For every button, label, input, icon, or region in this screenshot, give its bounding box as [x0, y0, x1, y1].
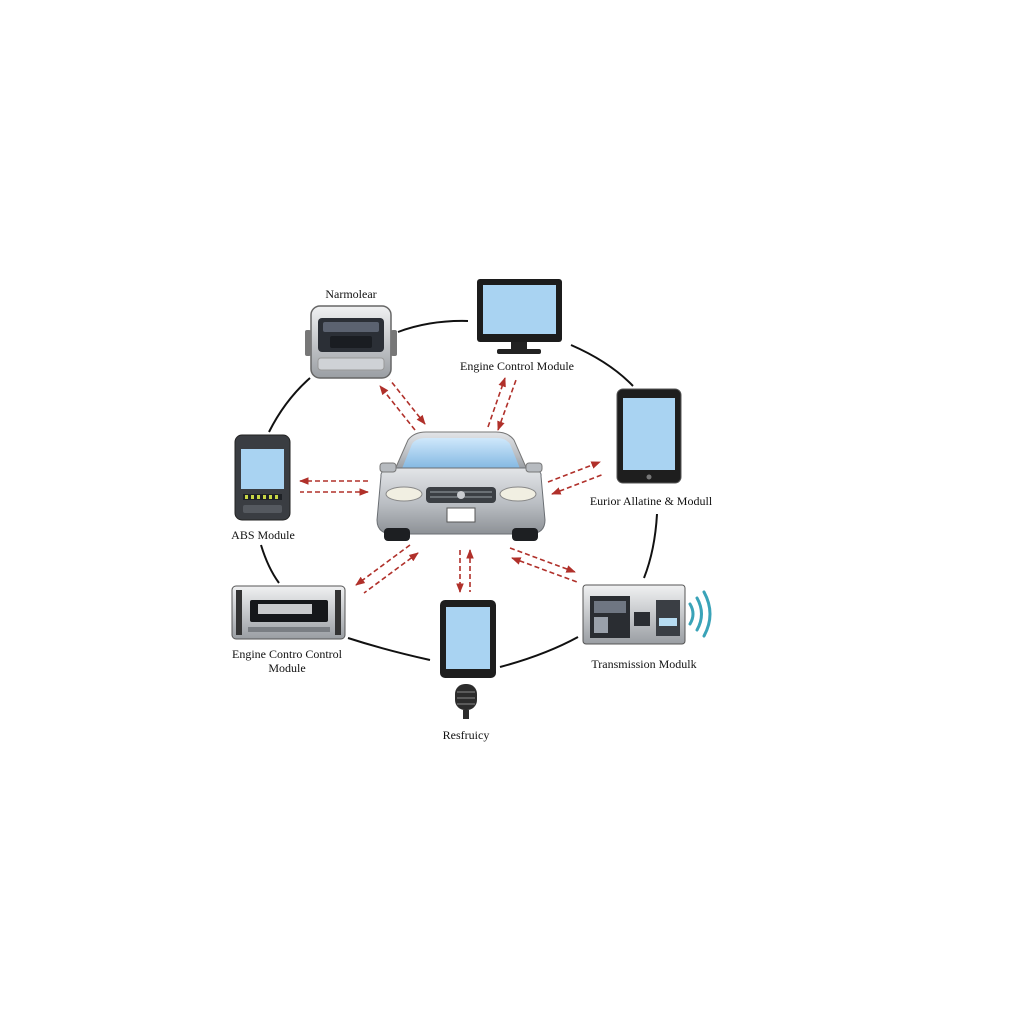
car-front-icon [376, 431, 546, 541]
ring-arc-top [397, 319, 469, 333]
data-flow-arrows [299, 377, 605, 594]
tablet-icon [616, 388, 682, 484]
ring-arc-top-right [570, 344, 634, 387]
arrow-to-top-left [379, 385, 416, 431]
tablet-microphone-icon [440, 600, 496, 719]
arrow-to-right [547, 461, 601, 483]
arrow-to-lower-left [355, 544, 411, 586]
arrow-to-right-b [551, 473, 605, 495]
arrow-to-lower-right-b [511, 557, 578, 583]
node-label-right: Eurior Allatine & Modull [589, 494, 713, 508]
monitor-icon [477, 279, 562, 354]
wireless-module-icon [582, 584, 712, 645]
node-label-left: ABS Module [231, 528, 295, 542]
node-label-top-left: Narmolear [325, 287, 377, 301]
node-label-bottom: Resfruicy [442, 728, 490, 742]
ring-arc-bottom-left [347, 637, 431, 661]
ring-arc-left-upper [268, 377, 311, 433]
node-label-lower-right: Transmission Modulk [591, 657, 697, 671]
control-unit-icon [231, 585, 346, 640]
ring-arc-right [643, 513, 658, 579]
arrow-to-top-left-b [389, 379, 426, 425]
node-label-top: Engine Control Module [460, 359, 574, 373]
ring-arc-left-lower [260, 544, 280, 584]
arrow-to-lower-left-b [363, 552, 419, 594]
arrow-to-lower-right [509, 547, 576, 573]
node-label-lower-left: Engine Contro Control Module [232, 647, 342, 675]
scan-tool-device-icon [305, 305, 397, 379]
ring-arc-bottom-right [499, 636, 579, 668]
ring-connectors [260, 319, 658, 668]
handheld-scanner-icon [234, 434, 291, 521]
arrow-to-top-b [497, 379, 517, 431]
arrow-to-top [487, 377, 506, 428]
